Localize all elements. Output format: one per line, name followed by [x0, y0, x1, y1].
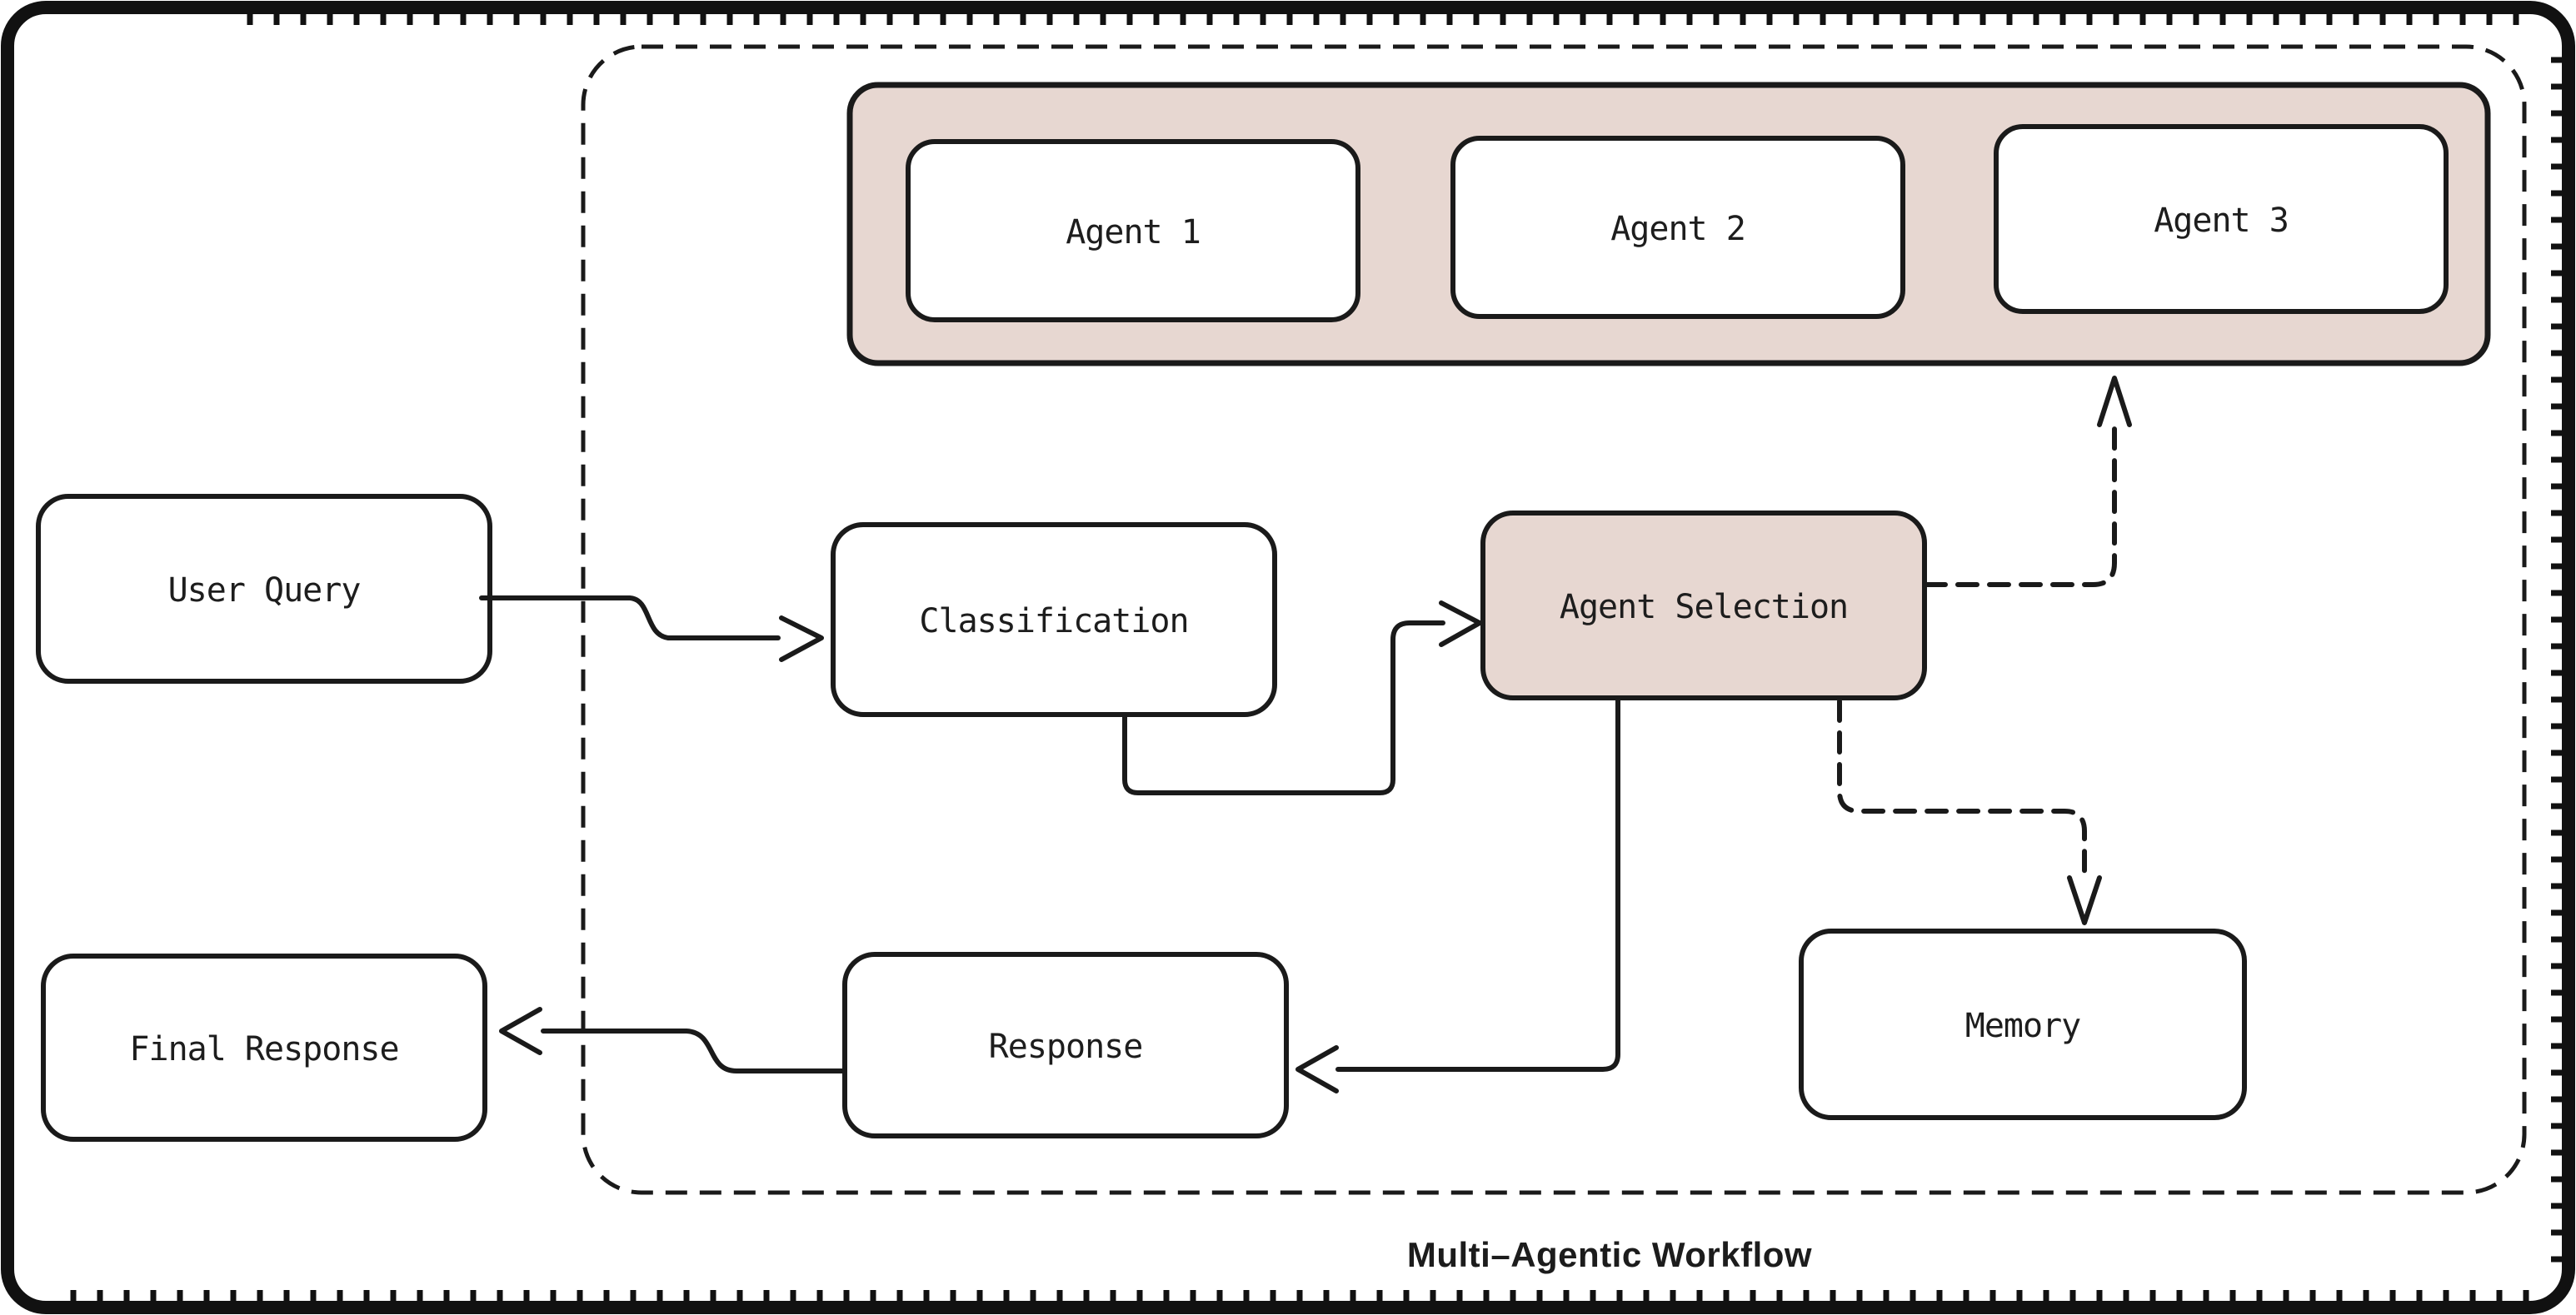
node-final-response: Final Response: [41, 954, 487, 1142]
arrowhead-right-icon: [1439, 600, 1482, 647]
frame-ticks: [70, 13, 2563, 1302]
edge-agent-selection-to-response: [1295, 697, 1620, 1093]
workflow-boundary: Multi–Agentic Workflow: [581, 44, 2527, 1274]
edge-classification-to-agent-selection: [1122, 600, 1482, 795]
node-agent-3: [1994, 124, 2449, 314]
node-agent-3-label: Agent 3: [2154, 202, 2289, 240]
edge-line: [1122, 620, 1445, 795]
node-user-query-label: User Query: [168, 571, 361, 610]
node-response: Response: [842, 952, 1289, 1138]
node-final-response-label: Final Response: [129, 1030, 398, 1068]
node-classification: Classification: [831, 522, 1277, 717]
node-classification-label: Classification: [919, 602, 1188, 640]
node-user-query: User Query: [36, 494, 492, 684]
edge-line: [479, 595, 781, 640]
node-memory: Memory: [1799, 929, 2247, 1120]
node-classification-box: [831, 522, 1277, 717]
node-response-label: Response: [989, 1028, 1143, 1066]
workflow-title: Multi–Agentic Workflow: [1407, 1235, 1812, 1274]
edge-agent-selection-to-memory: [1837, 699, 2102, 925]
node-user-query-box: [36, 494, 492, 684]
node-agent-selection-box: [1480, 511, 1927, 700]
arrowhead-down-icon: [2067, 875, 2102, 925]
node-agent-2-label: Agent 2: [1610, 210, 1745, 248]
node-response-box: [842, 952, 1289, 1138]
node-final-response-box: [41, 954, 487, 1142]
arrowhead-up-icon: [2097, 376, 2132, 427]
edge-response-to-final-response: [499, 1007, 846, 1073]
edge-user-query-to-classification: [479, 595, 824, 662]
node-memory-label: Memory: [1965, 1007, 2081, 1045]
node-agent-1: [906, 139, 1360, 322]
node-agent-selection: Agent Selection: [1480, 511, 1927, 700]
arrowhead-left-icon: [1295, 1045, 1339, 1093]
agents-container: Agent 1 Agent 2 Agent 3: [846, 82, 2491, 366]
edge-line-dashed: [1924, 421, 2117, 587]
edge-line-dashed: [1837, 699, 2087, 874]
edge-agent-selection-to-agents: [1924, 376, 2132, 587]
edge-line: [541, 1029, 846, 1073]
arrowhead-right-icon: [779, 615, 824, 662]
arrowhead-left-icon: [499, 1007, 542, 1055]
node-agent-selection-label: Agent Selection: [1560, 588, 1848, 626]
node-agent-2: [1450, 136, 1905, 319]
edge-line: [1335, 697, 1620, 1072]
node-memory-box: [1799, 929, 2247, 1120]
workflow-dashed-rect: [581, 44, 2527, 1195]
node-agent-1-label: Agent 1: [1066, 213, 1201, 252]
